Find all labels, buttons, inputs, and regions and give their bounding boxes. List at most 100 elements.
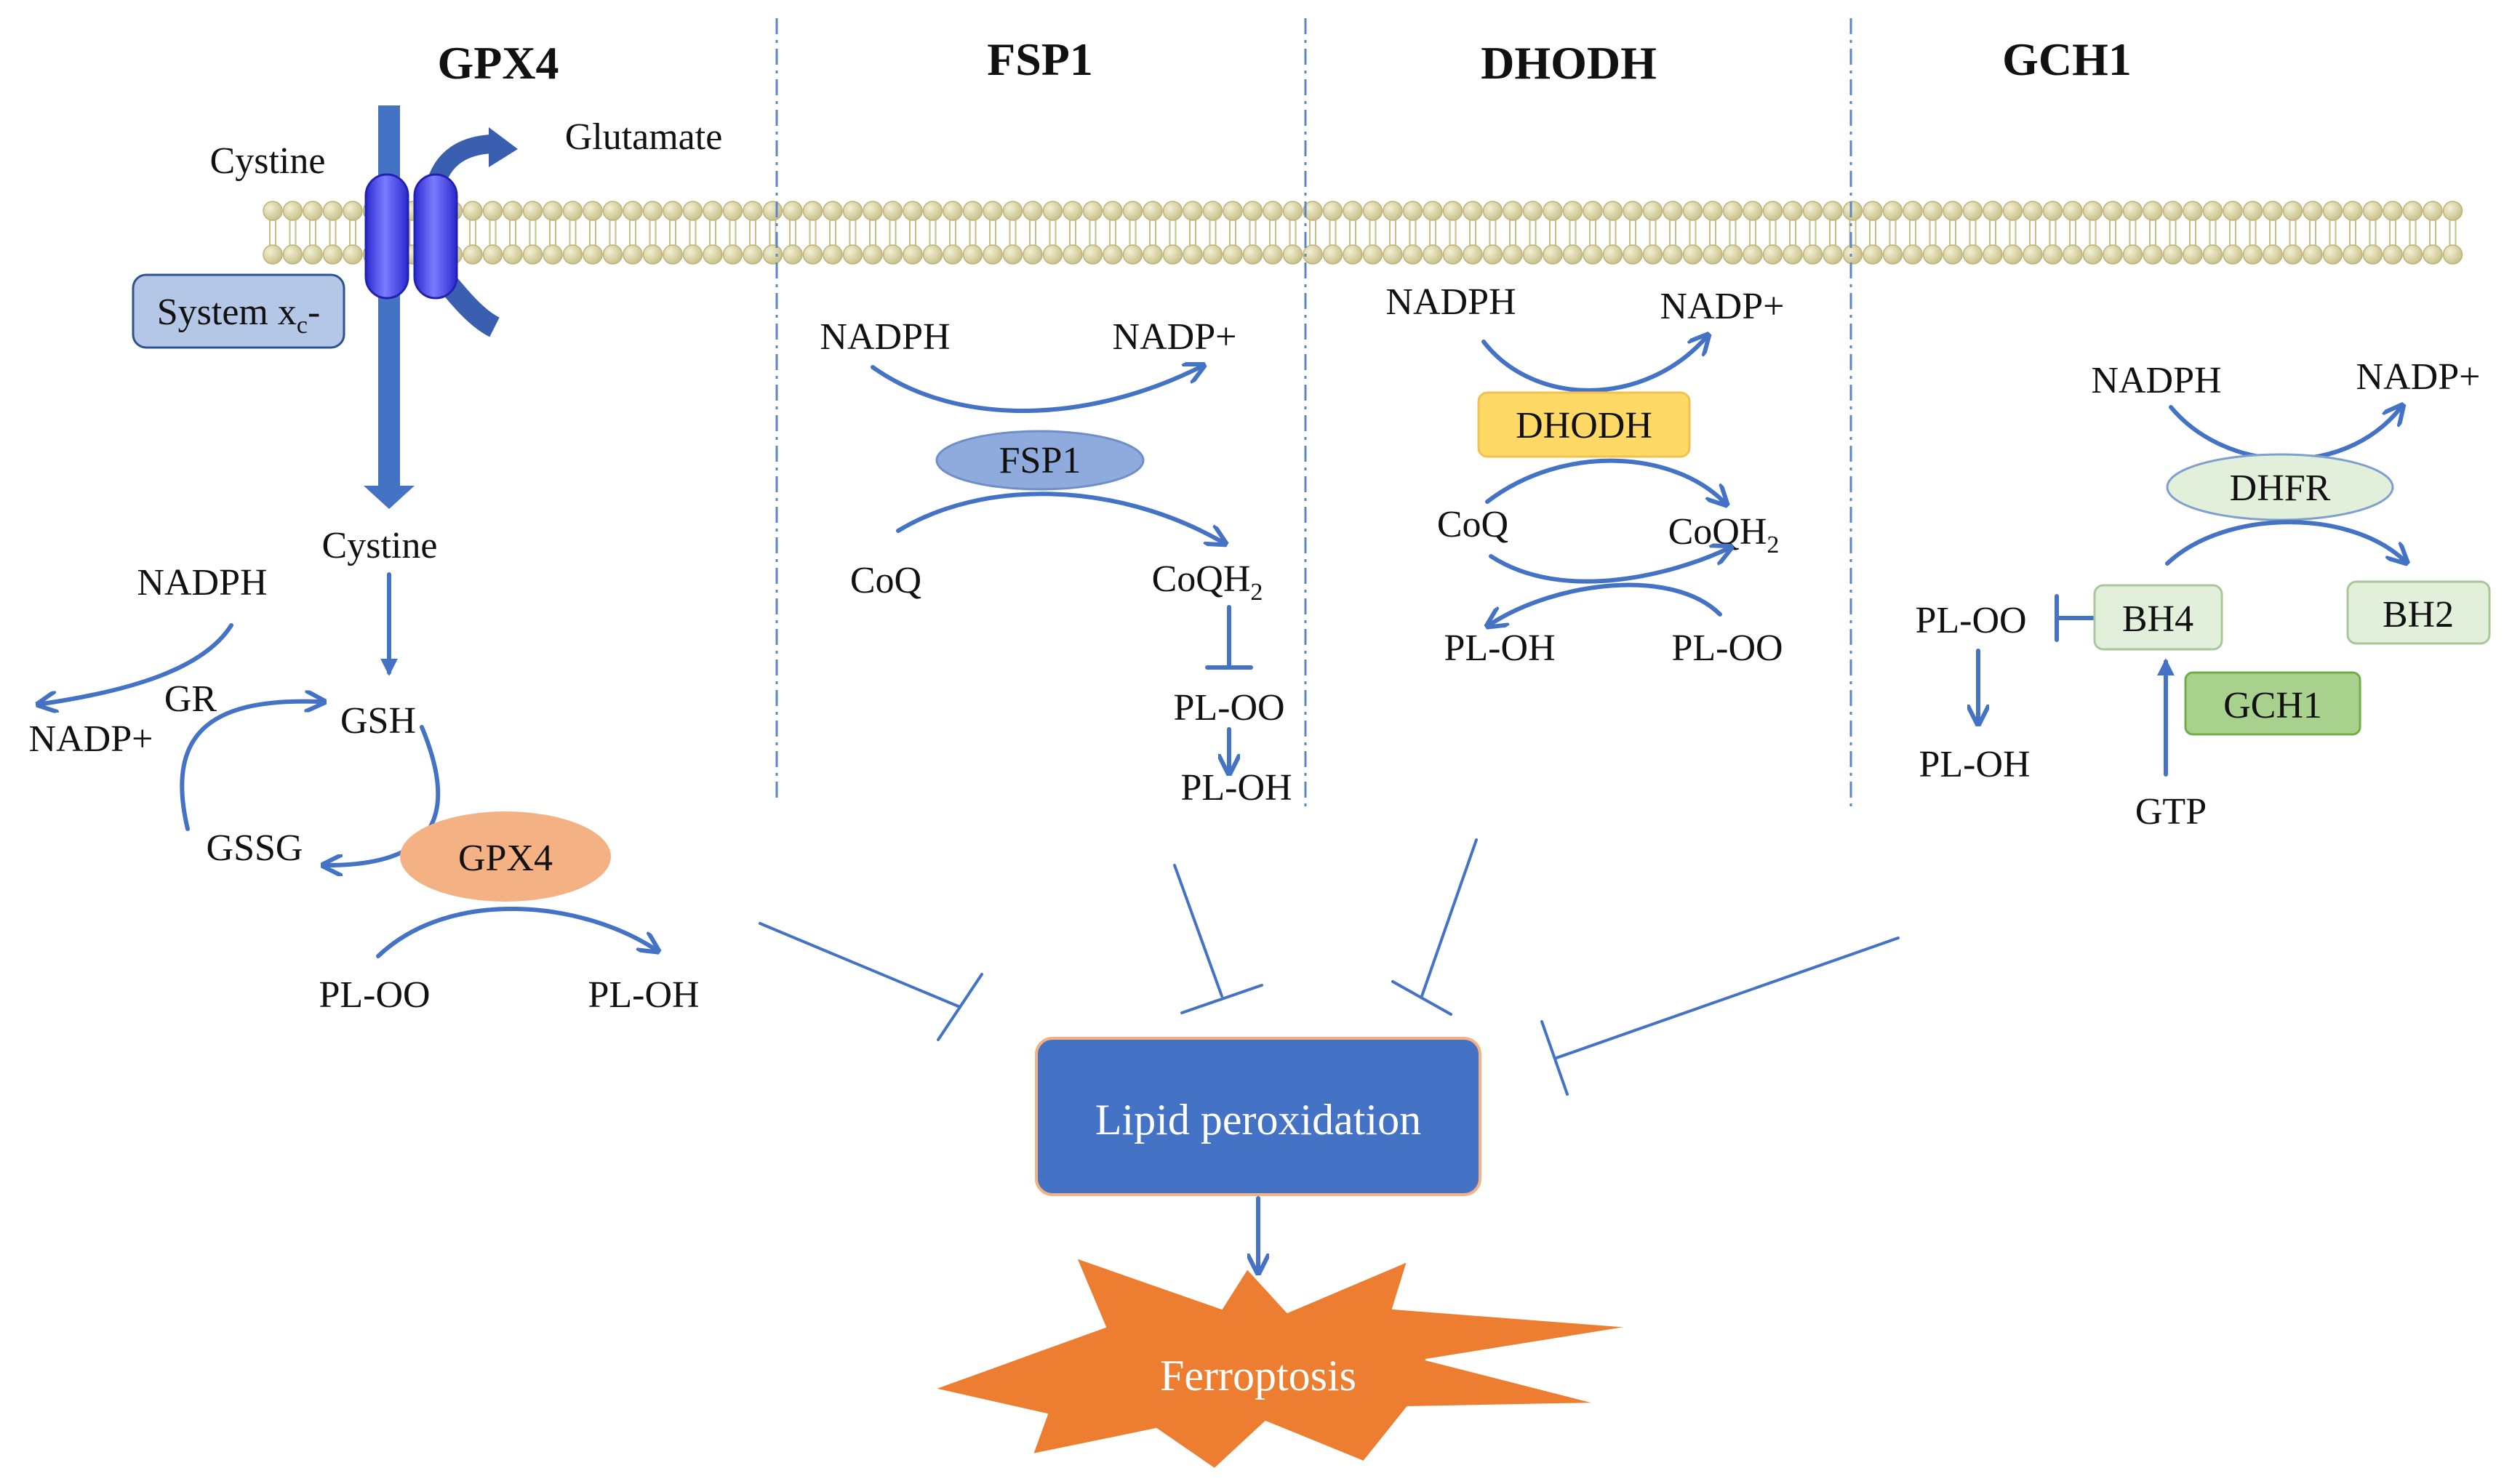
header-gpx4: GPX4 (437, 37, 559, 89)
lipid-head (482, 201, 503, 221)
lipid-head (722, 244, 743, 265)
lipid-head (1762, 201, 1783, 221)
header-fsp1: FSP1 (987, 33, 1093, 85)
lipid-tail (1089, 220, 1097, 245)
lipid-tail (749, 220, 756, 245)
lipid-head (962, 244, 983, 265)
lipid-head (842, 201, 863, 221)
lipid-head (1402, 201, 1423, 221)
lipid-head (463, 201, 483, 221)
header-gch1: GCH1 (2002, 33, 2132, 85)
lipid-head (503, 244, 523, 265)
lipid-head (1202, 201, 1223, 221)
lipid-tail (2289, 220, 2297, 245)
lipid-head (2122, 201, 2143, 221)
lipid-head (1863, 244, 1883, 265)
lipid-tail (2329, 220, 2337, 245)
lipid-head (2402, 244, 2423, 265)
lipid-head (1583, 244, 1603, 265)
lipid-head (2402, 201, 2423, 221)
lipid-head (2103, 201, 2123, 221)
transporter-subunit-left (364, 173, 409, 300)
lipid-head (343, 201, 363, 221)
lipid-head (1743, 244, 1763, 265)
lipid-head (1362, 201, 1383, 221)
label-nadph-gch1: NADPH (2091, 360, 2221, 401)
lipid-tail (1709, 220, 1716, 245)
lipid-tail (829, 220, 836, 245)
lipid-head (922, 201, 943, 221)
lipid-head (1183, 244, 1203, 265)
lipid-head (1322, 244, 1343, 265)
lipid-tail (489, 220, 497, 245)
lipid-tail (2389, 220, 2396, 245)
lipid-head (2023, 244, 2043, 265)
lipid-head (1023, 244, 1043, 265)
lipid-head (583, 201, 603, 221)
label-coq-fsp1: CoQ (850, 560, 921, 601)
lipid-head (322, 201, 343, 221)
lipid-head (2002, 201, 2023, 221)
lipid-tail (1729, 220, 1737, 245)
lipid-head (783, 244, 803, 265)
lipid-tail (629, 220, 636, 245)
lipid-head (1063, 201, 1083, 221)
lipid-head (623, 201, 643, 221)
lipid-head (1282, 244, 1303, 265)
label-glutamate: Glutamate (565, 116, 723, 158)
lipid-tail (1929, 220, 1937, 245)
lipid-head (943, 201, 963, 221)
label-nadph-gr: NADPH (137, 562, 267, 603)
lipid-head (1183, 201, 1203, 221)
lipid-head (2223, 201, 2243, 221)
nadph-to-nadp-arrow-gch1 (2169, 407, 2400, 462)
lipid-head (1543, 201, 1563, 221)
lipid-tail (1289, 220, 1297, 245)
lipid-head (2263, 244, 2283, 265)
lipid-tail (2069, 220, 2076, 245)
lipid-head (2183, 201, 2203, 221)
lipid-tail (2109, 220, 2116, 245)
lipid-head (1162, 244, 1183, 265)
lipid-tail (1569, 220, 1577, 245)
lipid-tail (2449, 220, 2457, 245)
ploo-to-ploh-arrow-dhodh (1491, 582, 1722, 624)
inhibition-lines (759, 838, 1900, 1096)
lipid-tail (929, 220, 937, 245)
lipid-tail (1669, 220, 1676, 245)
lipid-head (1722, 201, 1743, 221)
center-outcome: Lipid peroxidation Ferroptosis (932, 1037, 1630, 1470)
lipid-head (1002, 244, 1023, 265)
lipid-head (1343, 201, 1363, 221)
lipid-head (602, 201, 623, 221)
lipid-head (1922, 244, 1943, 265)
lipid-tail (1869, 220, 1876, 245)
lipid-tail (1589, 220, 1596, 245)
label-coqh2-fsp1: CoQH2 (1152, 558, 1263, 606)
lipid-head (1863, 201, 1883, 221)
label-pl-oh-gpx4: PL-OH (588, 974, 699, 1016)
lipid-tail (1249, 220, 1257, 245)
lipid-head (1943, 201, 1963, 221)
lipid-tail (2229, 220, 2236, 245)
lipid-head (2002, 244, 2023, 265)
lipid-tail (2049, 220, 2057, 245)
lipid-tail (289, 220, 297, 245)
lipid-tail (1829, 220, 1836, 245)
lipid-head (1943, 244, 1963, 265)
lipid-head (2242, 244, 2263, 265)
lipid-head (562, 244, 583, 265)
label-nadp-dhodh: NADP+ (1660, 286, 1785, 327)
lipid-head (2282, 201, 2303, 221)
lipid-head (882, 244, 903, 265)
lipid-head (663, 244, 683, 265)
lipid-head (863, 244, 883, 265)
coq-to-coqh2-cross-arrow (1489, 549, 1727, 584)
label-nadp-fsp1: NADP+ (1113, 316, 1237, 358)
lipid-head (1623, 201, 1643, 221)
lipid-tail (1129, 220, 1137, 245)
lipid-head (1143, 201, 1163, 221)
lipid-tail (2149, 220, 2156, 245)
lipid-head (1663, 244, 1683, 265)
lipid-tail (1169, 220, 1177, 245)
